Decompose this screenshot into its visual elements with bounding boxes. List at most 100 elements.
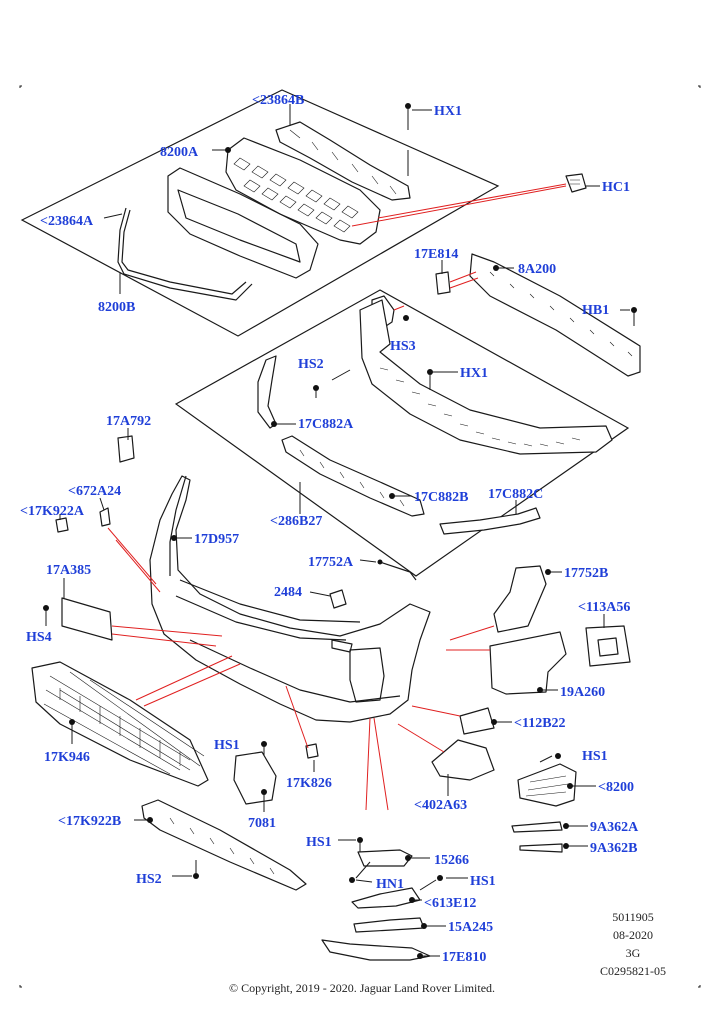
part-17752a-bracket[interactable] xyxy=(377,559,417,581)
carrier-group-box xyxy=(174,289,630,577)
label-17752a[interactable]: 17752A xyxy=(308,555,354,570)
label-17e810[interactable]: 17E810 xyxy=(442,950,486,965)
part-17a385-plate-bracket[interactable] xyxy=(43,597,113,641)
part-hs2-bottom-screw[interactable] xyxy=(193,860,199,879)
part-hs1-mid-screw[interactable] xyxy=(357,837,363,852)
label-17e814[interactable]: 17E814 xyxy=(414,247,458,262)
part-8200a-grille[interactable] xyxy=(225,137,381,245)
part-2484-clip[interactable] xyxy=(329,589,347,609)
part-hc1-clip[interactable] xyxy=(565,173,587,193)
leader-112b22 xyxy=(411,705,461,717)
part-23864b-upper-seal[interactable] xyxy=(275,121,411,201)
label-17k946[interactable]: 17K946 xyxy=(44,750,90,765)
label-hs1-left[interactable]: HS1 xyxy=(214,738,240,753)
part-17d957-strip[interactable] xyxy=(169,475,187,576)
part-8a200-bumper-beam[interactable] xyxy=(469,253,641,377)
label-hx1-mid[interactable]: HX1 xyxy=(460,366,488,381)
grille-group-box xyxy=(20,89,500,337)
part-17c882c-absorber[interactable] xyxy=(439,507,541,535)
part-bumper-carrier[interactable] xyxy=(359,299,613,455)
part-hs1-right-screw[interactable] xyxy=(539,753,561,763)
label-23864a[interactable]: <23864A xyxy=(40,214,94,229)
label-17k826[interactable]: 17K826 xyxy=(286,776,332,791)
label-113a56[interactable]: <113A56 xyxy=(578,600,630,615)
doc-date: 08-2020 xyxy=(613,928,653,942)
label-hs1-right[interactable]: HS1 xyxy=(582,749,608,764)
part-19a260-valance[interactable] xyxy=(489,631,567,695)
part-17k922a-bracket[interactable] xyxy=(55,517,69,533)
label-17c882c[interactable]: 17C882C xyxy=(488,487,543,502)
part-hb1-bolt[interactable] xyxy=(631,307,637,326)
label-17c882a[interactable]: 17C882A xyxy=(298,417,354,432)
part-17k826-clip[interactable] xyxy=(285,685,319,759)
label-hx1-top[interactable]: HX1 xyxy=(434,104,462,119)
label-15266[interactable]: 15266 xyxy=(434,853,469,868)
label-8a200[interactable]: 8A200 xyxy=(518,262,556,277)
label-672a24[interactable]: <672A24 xyxy=(68,484,121,499)
label-hs2-top[interactable]: HS2 xyxy=(298,357,324,372)
label-17k922a[interactable]: <17K922A xyxy=(20,504,85,519)
doc-number: 5011905 xyxy=(612,910,654,924)
part-17e810-strip[interactable] xyxy=(321,939,431,961)
part-17a792-bracket[interactable] xyxy=(117,435,135,463)
label-17d957[interactable]: 17D957 xyxy=(194,532,239,547)
part-8200-fog-grille[interactable] xyxy=(517,763,577,807)
label-2484[interactable]: 2484 xyxy=(274,585,302,600)
label-17k922b[interactable]: <17K922B xyxy=(58,814,121,829)
label-17a792[interactable]: 17A792 xyxy=(106,414,151,429)
part-672a24-clip[interactable] xyxy=(99,507,111,527)
label-17752b[interactable]: 17752B xyxy=(564,566,608,581)
label-8200[interactable]: <8200 xyxy=(598,780,634,795)
part-hs1-left-screw[interactable] xyxy=(261,741,267,756)
label-8200a[interactable]: 8200A xyxy=(160,145,199,160)
part-17c882b-absorber[interactable] xyxy=(281,435,425,517)
corner-mark-bottom-left xyxy=(19,985,22,988)
leader-17k946-a xyxy=(135,655,233,701)
label-hc1[interactable]: HC1 xyxy=(602,180,630,195)
part-23864a-lower-seal[interactable] xyxy=(117,207,253,301)
part-112b22-bracket[interactable] xyxy=(459,707,495,735)
part-hs2-top-screw[interactable] xyxy=(313,369,351,398)
label-286b27[interactable]: <286B27 xyxy=(270,514,322,529)
label-19a260[interactable]: 19A260 xyxy=(560,685,605,700)
part-hs1-low-screw[interactable] xyxy=(419,875,443,891)
label-9a362a[interactable]: 9A362A xyxy=(590,820,639,835)
part-8200b-grille-surround[interactable] xyxy=(167,167,319,279)
label-7081[interactable]: 7081 xyxy=(248,816,276,831)
label-hs3[interactable]: HS3 xyxy=(390,339,416,354)
label-8200b[interactable]: 8200B xyxy=(98,300,135,315)
label-hs2-bottom[interactable]: HS2 xyxy=(136,872,162,887)
label-17c882b[interactable]: 17C882B xyxy=(414,490,468,505)
label-15a245[interactable]: 15A245 xyxy=(448,920,493,935)
part-402a63-cover[interactable] xyxy=(431,739,495,781)
part-17k922b-lower-bracket[interactable] xyxy=(141,799,307,891)
label-613e12[interactable]: <613E12 xyxy=(424,896,476,911)
leader-17k922a xyxy=(115,539,161,593)
part-17752b-bracket[interactable] xyxy=(493,565,547,633)
label-402a63[interactable]: <402A63 xyxy=(414,798,467,813)
leader-lower-b xyxy=(373,717,389,811)
label-23864b[interactable]: <23864B xyxy=(252,93,304,108)
part-17e814-bracket[interactable] xyxy=(435,271,479,295)
part-hx1-top-screw[interactable] xyxy=(405,103,411,176)
label-9a362b[interactable]: 9A362B xyxy=(590,841,637,856)
part-15266-trim[interactable] xyxy=(357,849,413,867)
label-17a385[interactable]: 17A385 xyxy=(46,563,91,578)
label-hb1[interactable]: HB1 xyxy=(582,303,609,318)
label-hn1[interactable]: HN1 xyxy=(376,877,404,892)
part-17c882a-absorber[interactable] xyxy=(257,355,277,429)
part-9a362b-trim[interactable] xyxy=(519,843,563,853)
label-hs1-mid[interactable]: HS1 xyxy=(306,835,332,850)
label-112b22[interactable]: <112B22 xyxy=(514,716,566,731)
leader-17a385-b xyxy=(111,633,217,647)
part-9a362a-trim[interactable] xyxy=(511,821,563,833)
part-113a56-cover[interactable] xyxy=(585,625,631,667)
part-15a245-strip[interactable] xyxy=(353,917,425,933)
label-hs1-low[interactable]: HS1 xyxy=(470,874,496,889)
part-7081-bracket[interactable] xyxy=(233,751,277,805)
part-17k946-lower-grille[interactable] xyxy=(31,661,209,787)
part-bumper-cover[interactable] xyxy=(149,475,431,723)
part-hn1-nut[interactable] xyxy=(349,861,371,883)
label-hs4[interactable]: HS4 xyxy=(26,630,52,645)
